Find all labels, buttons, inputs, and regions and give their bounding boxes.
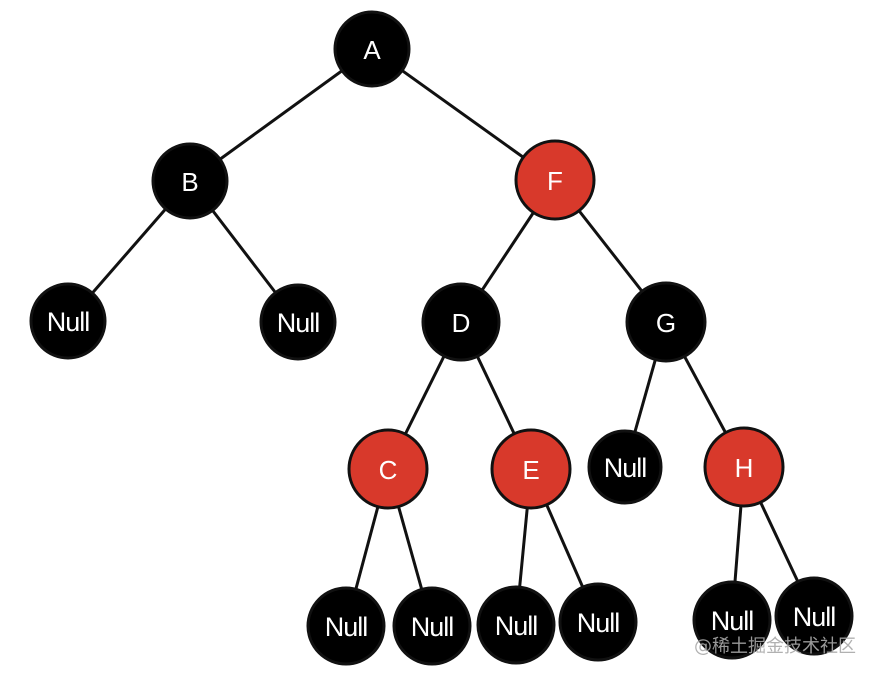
tree-node-b-right-null: Null	[259, 283, 337, 361]
node-label: C	[379, 455, 398, 485]
node-circle-black	[692, 580, 772, 660]
tree-node-a: A	[333, 10, 411, 88]
tree-node-d: D	[421, 282, 501, 362]
tree-node-g-left-null: Null	[587, 429, 663, 505]
node-label: Null	[325, 612, 368, 642]
tree-node-f: F	[514, 139, 596, 221]
node-circle-black	[587, 429, 663, 505]
node-circle-red	[514, 139, 596, 221]
node-circle-red	[347, 428, 429, 510]
node-label: Null	[277, 308, 320, 338]
node-circle-black	[392, 586, 472, 666]
node-label: Null	[495, 611, 538, 641]
tree-node-g: G	[625, 281, 707, 363]
node-circle-black	[625, 281, 707, 363]
node-circle-black	[476, 585, 556, 665]
node-label: Null	[793, 602, 836, 632]
tree-node-h: H	[703, 426, 785, 508]
tree-node-c: C	[347, 428, 429, 510]
tree-node-e-right-null: Null	[558, 582, 638, 662]
node-label: Null	[411, 612, 454, 642]
node-circle-black	[259, 283, 337, 361]
tree-node-e: E	[490, 428, 572, 510]
node-circle-black	[151, 142, 229, 220]
tree-node-c-left-null: Null	[306, 586, 386, 666]
node-label: D	[452, 308, 471, 338]
node-label: Null	[604, 453, 647, 483]
node-circle-red	[703, 426, 785, 508]
node-circle-black	[29, 282, 107, 360]
node-circle-black	[774, 576, 854, 656]
tree-node-c-right-null: Null	[392, 586, 472, 666]
node-circle-black	[306, 586, 386, 666]
node-circle-black	[333, 10, 411, 88]
node-label: F	[547, 166, 563, 196]
tree-node-h-left-null: Null	[692, 580, 772, 660]
node-circle-black	[558, 582, 638, 662]
tree-node-e-left-null: Null	[476, 585, 556, 665]
node-label: E	[522, 455, 539, 485]
node-label: Null	[711, 606, 754, 636]
node-label: Null	[577, 608, 620, 638]
node-label: H	[735, 453, 754, 483]
node-circle-red	[490, 428, 572, 510]
tree-node-h-right-null: Null	[774, 576, 854, 656]
node-label: Null	[47, 307, 90, 337]
tree-node-b: B	[151, 142, 229, 220]
watermark-text: @稀土掘金技术社区	[694, 636, 856, 657]
tree-node-b-left-null: Null	[29, 282, 107, 360]
node-label: G	[656, 308, 676, 338]
node-label: B	[181, 167, 198, 197]
node-label: A	[363, 35, 381, 65]
node-circle-black	[421, 282, 501, 362]
